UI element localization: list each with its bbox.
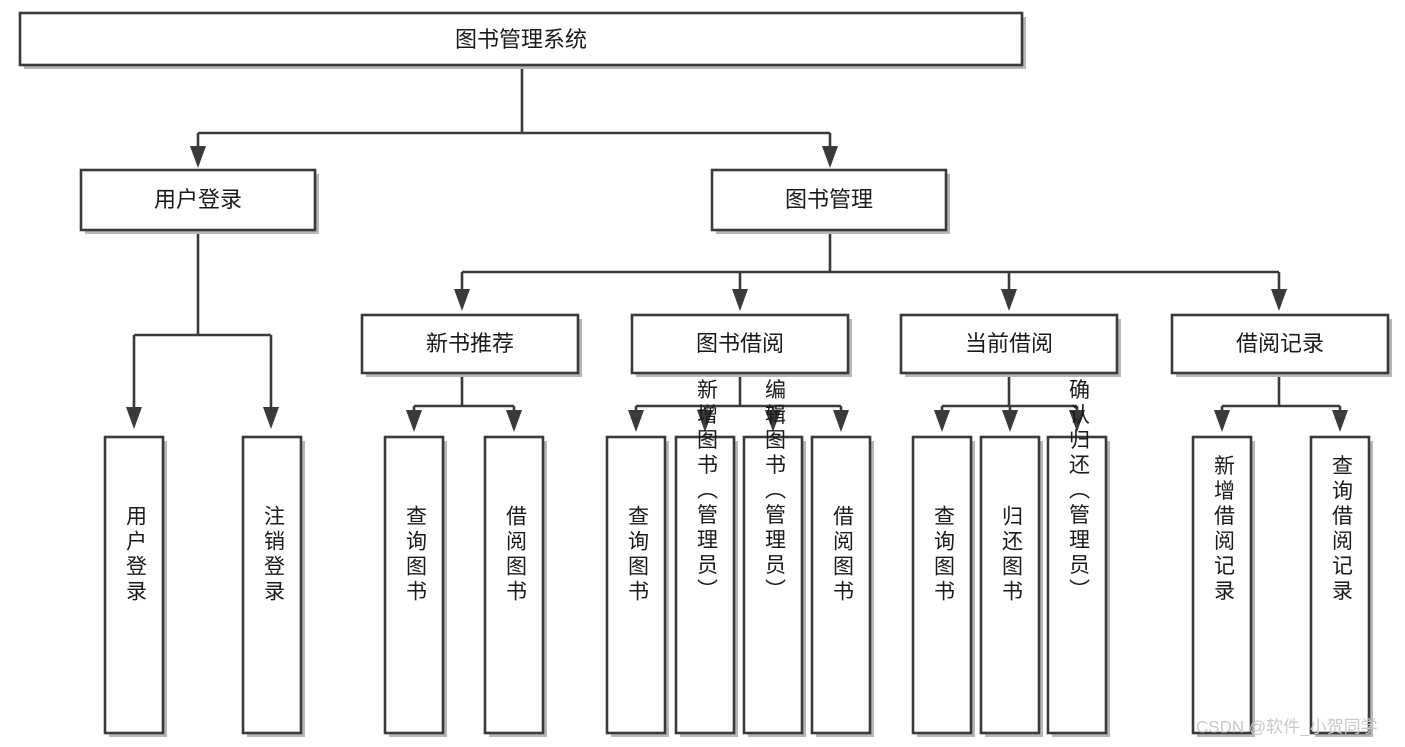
leaf-current-borrow-3[interactable]: 确认归还（管理员）	[1046, 379, 1110, 737]
node-current-borrow-label: 当前借阅	[965, 331, 1053, 356]
arrow-to-leaf-user-login-1	[126, 407, 142, 429]
leaf-user-login-2-label: 注销登录	[261, 505, 285, 605]
node-book-manage[interactable]: 图书管理	[710, 168, 950, 234]
arrow-to-book-manage	[822, 146, 838, 168]
node-book-borrow-label: 图书借阅	[696, 331, 784, 356]
node-new-book-recommend-label: 新书推荐	[426, 331, 514, 356]
arrow-to-leaf-borrow-record-2	[1332, 410, 1348, 432]
node-user-login-label: 用户登录	[154, 187, 242, 212]
leaf-book-borrow-1-label: 查询图书	[625, 505, 649, 605]
leaf-borrow-record-2-label: 查询借阅记录	[1329, 454, 1353, 604]
leaf-current-borrow-2-label: 归还图书	[999, 505, 1023, 605]
leaf-current-borrow-1-label: 查询图书	[931, 505, 955, 605]
arrow-to-leaf-user-login-2	[263, 407, 279, 429]
arrow-to-user-login	[190, 146, 206, 168]
arrow-to-leaf-new-book-1	[406, 410, 422, 432]
leaf-book-borrow-1[interactable]: 查询图书	[605, 435, 669, 737]
leaf-current-borrow-3-label: 确认归还（管理员）	[1066, 379, 1090, 604]
node-new-book-recommend[interactable]: 新书推荐	[360, 313, 582, 377]
leaf-book-borrow-2-label: 新增图书（管理员）	[694, 379, 718, 604]
leaf-book-borrow-4[interactable]: 借阅图书	[810, 435, 874, 737]
leaf-user-login-1[interactable]: 用户登录	[103, 435, 167, 737]
arrow-to-leaf-current-borrow-2	[1002, 410, 1018, 432]
leaf-borrow-record-2[interactable]: 查询借阅记录	[1309, 435, 1373, 737]
arrow-to-book-borrow	[732, 289, 748, 311]
node-root[interactable]: 图书管理系统	[18, 11, 1026, 69]
node-user-login[interactable]: 用户登录	[79, 168, 319, 234]
leaf-user-login-1-label: 用户登录	[123, 505, 147, 605]
node-borrow-record[interactable]: 借阅记录	[1170, 313, 1392, 377]
arrow-to-leaf-current-borrow-1	[934, 410, 950, 432]
node-book-manage-label: 图书管理	[785, 187, 873, 212]
leaf-book-borrow-3-label: 编辑图书（管理员）	[762, 379, 786, 604]
arrow-to-current-borrow	[1001, 289, 1017, 311]
leaf-new-book-2-label: 借阅图书	[503, 505, 527, 605]
arrow-to-leaf-book-borrow-4	[833, 410, 849, 432]
node-book-borrow[interactable]: 图书借阅	[630, 313, 852, 377]
leaf-current-borrow-1[interactable]: 查询图书	[911, 435, 975, 737]
node-root-label: 图书管理系统	[455, 27, 587, 52]
csdn-watermark: CSDN @软件_小贺同学	[1196, 717, 1378, 736]
connectors	[126, 68, 1348, 432]
leaf-book-borrow-3[interactable]: 编辑图书（管理员）	[742, 379, 806, 737]
leaf-book-borrow-2[interactable]: 新增图书（管理员）	[674, 379, 738, 737]
leaf-borrow-record-1[interactable]: 新增借阅记录	[1191, 435, 1255, 737]
leaf-current-borrow-2[interactable]: 归还图书	[979, 435, 1043, 737]
leaf-new-book-1[interactable]: 查询图书	[383, 435, 447, 737]
leaf-book-borrow-4-label: 借阅图书	[830, 505, 854, 605]
leaf-borrow-record-1-label: 新增借阅记录	[1211, 454, 1235, 604]
node-borrow-record-label: 借阅记录	[1236, 331, 1324, 356]
leaf-user-login-2[interactable]: 注销登录	[241, 435, 305, 737]
leaf-new-book-2[interactable]: 借阅图书	[483, 435, 547, 737]
arrow-to-leaf-borrow-record-1	[1214, 410, 1230, 432]
arrow-to-new-book	[454, 289, 470, 311]
arrow-to-leaf-book-borrow-1	[628, 410, 644, 432]
arrow-to-leaf-new-book-2	[506, 410, 522, 432]
node-current-borrow[interactable]: 当前借阅	[899, 313, 1121, 377]
arrow-to-borrow-record	[1271, 289, 1287, 311]
leaf-new-book-1-label: 查询图书	[403, 505, 427, 605]
